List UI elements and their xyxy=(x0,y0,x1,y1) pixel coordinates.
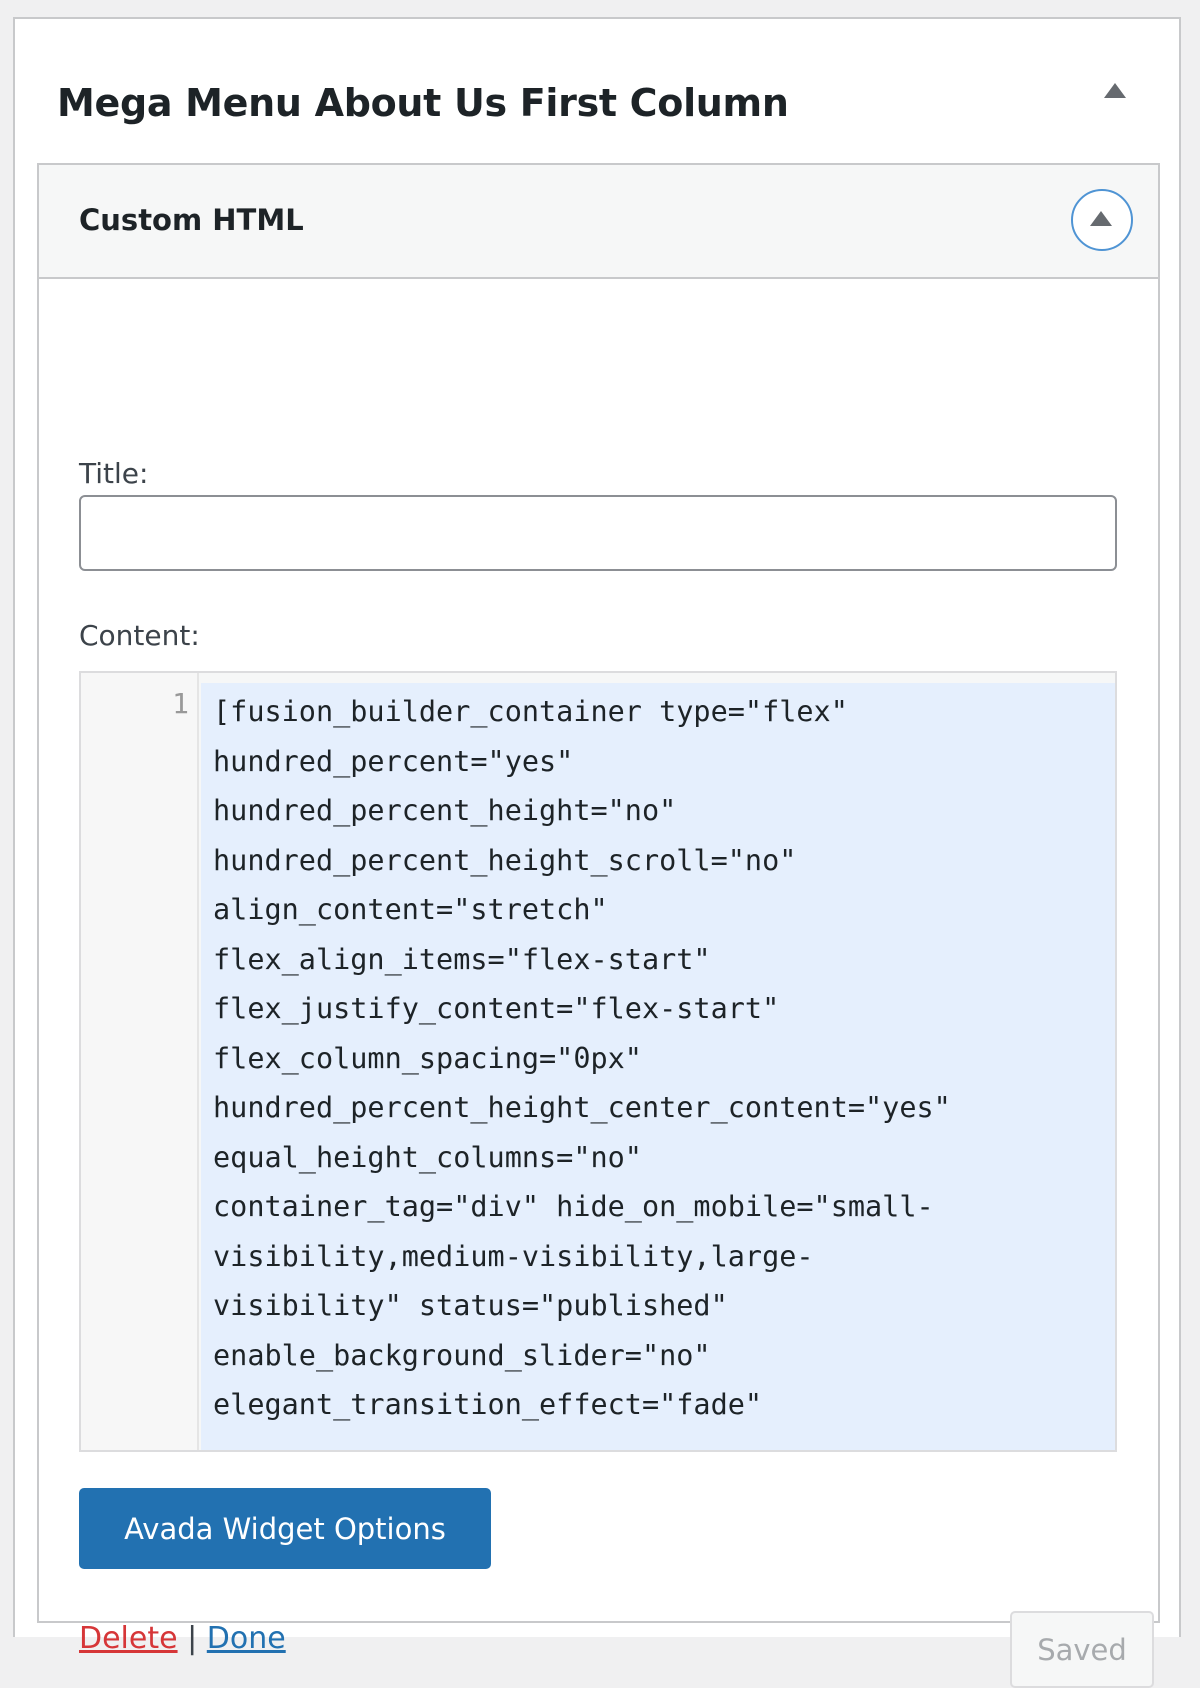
delete-link[interactable]: Delete xyxy=(79,1621,178,1656)
code-content[interactable]: [fusion_builder_container type="flex" hu… xyxy=(201,683,1115,1450)
widget-area-title: Mega Menu About Us First Column xyxy=(57,81,789,125)
line-number-gutter: 1 xyxy=(81,673,199,1450)
widget-area-toggle-button[interactable] xyxy=(1095,71,1135,111)
triangle-up-icon xyxy=(1104,83,1126,98)
widget-control-actions: Delete | Done xyxy=(79,1621,286,1656)
custom-html-widget: Custom HTML Title: Content: 1 [fusion_bu… xyxy=(37,163,1160,1688)
saved-button[interactable]: Saved xyxy=(1010,1611,1154,1688)
title-label: Title: xyxy=(79,457,149,490)
avada-widget-options-button[interactable]: Avada Widget Options xyxy=(79,1488,491,1569)
widget-title: Custom HTML xyxy=(79,203,304,237)
widget-header[interactable]: Custom HTML xyxy=(39,165,1158,279)
title-input[interactable] xyxy=(79,495,1117,571)
triangle-up-icon xyxy=(1090,211,1112,226)
action-separator: | xyxy=(187,1621,198,1656)
done-link[interactable]: Done xyxy=(206,1621,286,1656)
content-code-editor[interactable]: 1 [fusion_builder_container type="flex" … xyxy=(79,671,1117,1452)
widget-area-panel: Mega Menu About Us First Column Custom H… xyxy=(13,17,1181,1688)
widget-toggle-button[interactable] xyxy=(1071,189,1133,251)
line-number: 1 xyxy=(172,687,189,720)
content-label: Content: xyxy=(79,619,200,652)
